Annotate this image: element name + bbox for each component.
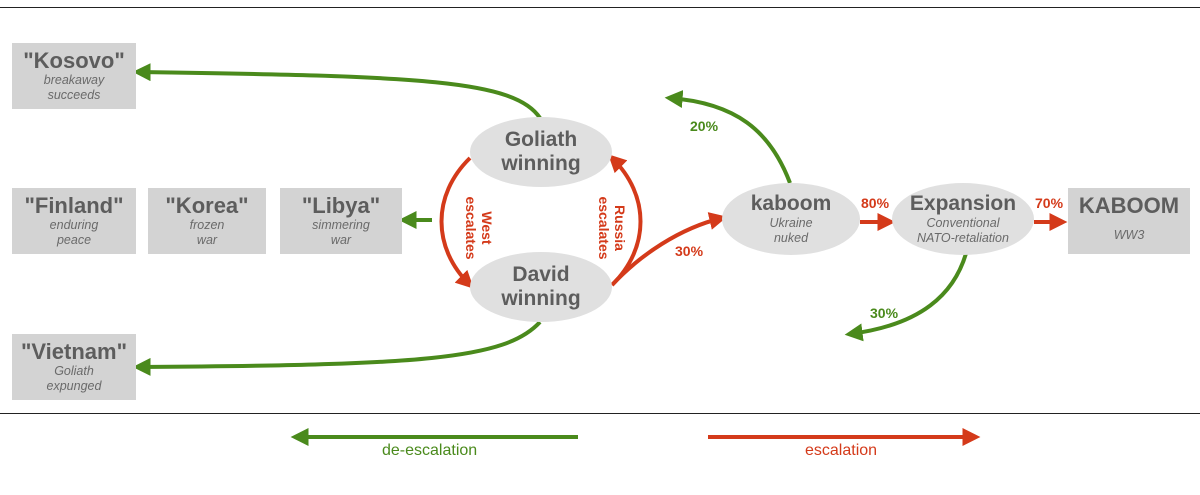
- outcome-libya-sub2: war: [330, 233, 352, 247]
- outcome-vietnam-title: "Vietnam": [20, 339, 128, 364]
- state-goliath-line2: winning: [501, 152, 581, 175]
- state-kaboom: kaboom Ukraine nuked: [722, 183, 860, 255]
- label-russia-escalates: Russia escalates: [588, 178, 628, 278]
- state-expansion-sub1: Conventional: [926, 216, 1000, 230]
- state-kaboom-sub1: Ukraine: [769, 216, 813, 230]
- arrow-west-escalates: [439, 156, 474, 289]
- state-kaboom-title: kaboom: [750, 192, 832, 215]
- state-expansion-sub2: NATO-retaliation: [917, 231, 1009, 245]
- outcome-libya: "Libya" simmering war: [280, 188, 402, 254]
- state-goliath-line1: Goliath: [504, 128, 578, 151]
- outcome-vietnam-sub1: Goliath: [54, 364, 94, 378]
- outcome-korea: "Korea" frozen war: [148, 188, 266, 254]
- state-goliath-winning: Goliath winning: [470, 117, 612, 187]
- arrow-kaboom-deescalate: [664, 89, 792, 184]
- state-david-line1: David: [512, 263, 570, 286]
- outcome-kaboom-sub1: WW3: [1113, 228, 1145, 242]
- pct-expansion-deescalate: 30%: [870, 305, 899, 321]
- outcome-korea-title: "Korea": [165, 193, 249, 218]
- label-west-line2: escalates: [463, 196, 479, 260]
- outcome-kaboom-title: KABOOM: [1078, 193, 1180, 218]
- outcome-finland-sub1: enduring: [49, 218, 99, 232]
- outcome-kosovo-sub2: succeeds: [47, 88, 101, 102]
- arrow-david-to-vietnam: [132, 320, 542, 376]
- outcome-finland: "Finland" enduring peace: [12, 188, 136, 254]
- outcome-vietnam-sub2: expunged: [46, 379, 102, 393]
- legend-deescalation: de-escalation: [382, 442, 478, 459]
- label-russia-line2: escalates: [596, 196, 612, 260]
- outcome-korea-sub2: war: [196, 233, 218, 247]
- outcome-kosovo: "Kosovo" breakaway succeeds: [12, 43, 136, 109]
- outcome-libya-sub1: simmering: [312, 218, 370, 232]
- arrow-david-to-kaboom: [610, 212, 728, 287]
- arrow-goliath-to-kosovo: [132, 63, 542, 120]
- label-russia-line1: Russia: [612, 205, 628, 251]
- outcome-finland-sub2: peace: [56, 233, 92, 247]
- legend-escalation: escalation: [805, 442, 878, 459]
- pct-expansion-to-kaboom: 70%: [1035, 195, 1064, 211]
- state-david-winning: David winning: [470, 252, 612, 322]
- label-west-line1: West: [479, 211, 495, 245]
- top-divider: [0, 7, 1200, 8]
- outcome-kaboom-ww3: KABOOM WW3: [1068, 188, 1190, 254]
- outcome-kosovo-sub1: breakaway: [43, 73, 105, 87]
- label-west-escalates: West escalates: [455, 178, 495, 278]
- outcome-vietnam: "Vietnam" Goliath expunged: [12, 334, 136, 400]
- state-kaboom-sub2: nuked: [773, 231, 809, 245]
- bottom-divider: [0, 413, 1200, 414]
- state-expansion-title: Expansion: [909, 192, 1017, 215]
- state-david-line2: winning: [501, 287, 581, 310]
- pct-david-to-kaboom: 30%: [675, 243, 704, 259]
- outcome-finland-title: "Finland": [24, 193, 124, 218]
- outcome-korea-sub1: frozen: [189, 218, 225, 232]
- outcome-kosovo-title: "Kosovo": [23, 48, 125, 73]
- outcome-libya-title: "Libya": [301, 193, 381, 218]
- state-expansion: Expansion Conventional NATO-retaliation: [892, 183, 1034, 255]
- pct-kaboom-to-expansion: 80%: [861, 195, 890, 211]
- pct-kaboom-deescalate: 20%: [690, 118, 719, 134]
- arrow-expansion-deescalate: [844, 249, 969, 342]
